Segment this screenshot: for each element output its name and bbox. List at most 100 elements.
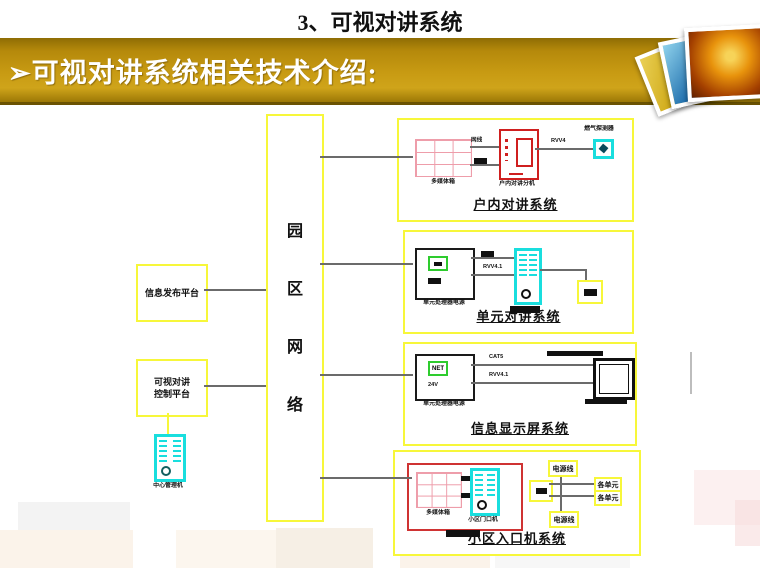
info-publish-platform-label: 信息发布平台	[144, 288, 199, 298]
wire-line	[535, 148, 593, 150]
cable-tag	[474, 158, 487, 164]
photo-globe-image	[684, 23, 760, 103]
info-publish-platform-box: 信息发布平台	[136, 264, 208, 322]
management-door-station-icon	[154, 434, 186, 482]
wire-line	[560, 473, 562, 511]
wire-line	[470, 146, 499, 148]
unit-door-station-icon	[514, 248, 542, 305]
display-top-bar	[547, 351, 603, 356]
banner-title-text: 可视对讲系统相关技术介绍:	[31, 57, 378, 88]
door-station-slats-icon	[173, 440, 181, 464]
watermark-patch	[176, 530, 276, 568]
lock-glyph-icon	[583, 288, 597, 296]
cable-tag	[428, 278, 441, 284]
subsystem-entrance-machine-box: 多媒体箱 小区门口机 电源线 电源线 各单元 各单元 小区入口机系统	[393, 450, 641, 556]
multimedia-box-label: 多媒体箱	[426, 509, 450, 516]
junction-box	[529, 480, 553, 502]
wire-line	[549, 483, 594, 485]
network-port-icon	[428, 256, 448, 271]
connector-line	[204, 385, 266, 387]
entrance-equipment-group: 多媒体箱 小区门口机	[407, 463, 523, 531]
multimedia-box-icon	[416, 472, 462, 508]
watermark-patch	[735, 500, 760, 546]
detector-glyph-icon	[598, 143, 609, 154]
phone-bar-icon	[509, 173, 523, 175]
door-station-camera-icon	[477, 500, 487, 510]
door-station-slats-icon	[475, 474, 483, 498]
multimedia-box-icon	[415, 139, 472, 177]
door-station-camera-icon	[521, 289, 531, 299]
phone-screen-icon	[516, 138, 533, 167]
gas-detector-label: 燃气探测器	[584, 125, 614, 132]
wire-line	[549, 495, 594, 497]
management-device-label: 中心管理机	[153, 482, 183, 489]
campus-network-box: 园区网络	[266, 114, 324, 522]
door-station-slats-icon	[487, 474, 495, 498]
cable-tag	[481, 251, 494, 257]
wire-label: RVV4	[551, 138, 566, 144]
display-screen-icon	[593, 358, 635, 400]
wire-line	[471, 257, 514, 259]
page-title: 3、可视对讲系统	[297, 10, 463, 35]
subsystem-unit-intercom-box: 单元处理器电源 RVV4.1 单元对讲系统	[403, 230, 634, 334]
intercom-control-label-line1: 可视对讲	[153, 377, 190, 387]
unit-controller-label: 单元处理器电源	[423, 299, 465, 306]
section-banner: ➢可视对讲系统相关技术介绍:	[0, 38, 760, 105]
wire-line	[585, 269, 587, 280]
junction-glyph-icon	[535, 488, 547, 494]
subsystem-title: 小区入口机系统	[467, 531, 566, 546]
wire-line	[471, 364, 593, 366]
unit-link-box: 各单元	[594, 490, 622, 506]
gas-detector-icon	[593, 139, 614, 159]
watermark-patch	[276, 528, 373, 568]
wire-line	[540, 269, 587, 271]
subsystem-indoor-intercom-box: 多媒体箱 网线 户内对讲分机 RVV4 燃气探测器 户内对讲系统	[397, 118, 634, 222]
network-port-icon: NET	[428, 361, 448, 376]
subsystem-title: 信息显示屏系统	[470, 421, 569, 436]
wire-label: CAT5	[489, 354, 504, 360]
watermark-patch	[18, 502, 130, 530]
connector-line	[320, 477, 412, 479]
intercom-control-platform-box: 可视对讲 控制平台	[136, 359, 208, 417]
door-station-camera-icon	[161, 466, 171, 476]
watermark-patch	[0, 530, 133, 568]
subsystem-info-display-box: NET 24V 单元处理器电源 CAT5 RVV4.1 信息显示屏系统	[403, 342, 637, 446]
entrance-door-station-icon	[470, 468, 500, 516]
power-line-box: 电源线	[548, 460, 578, 477]
wire-line	[471, 274, 514, 276]
cable-tag	[461, 493, 473, 498]
connector-line	[320, 374, 413, 376]
power-line-box: 电源线	[549, 511, 579, 528]
wire-label: 网线	[471, 137, 483, 144]
cable-tag	[461, 476, 473, 481]
connector-line	[204, 289, 266, 291]
campus-network-label: 园区网络	[286, 221, 303, 414]
multimedia-box-label: 多媒体箱	[431, 178, 455, 185]
wire-label: RVV4.1	[489, 372, 509, 378]
banner-bullet-icon: ➢	[8, 57, 32, 88]
indoor-intercom-phone-icon	[499, 129, 539, 180]
subsystem-title: 户内对讲系统	[473, 197, 558, 212]
unit-controller-box-icon	[415, 248, 475, 300]
connector-line	[320, 263, 413, 265]
wire-label: RVV4.1	[483, 264, 503, 270]
door-station-base-bar	[510, 306, 540, 313]
door-station-slats-icon	[519, 254, 527, 278]
entrance-door-station-label: 小区门口机	[468, 516, 498, 523]
port-pin-icon	[434, 261, 442, 266]
wire-line	[471, 382, 593, 384]
indoor-phone-label: 户内对讲分机	[499, 180, 535, 187]
lock-device-box	[577, 280, 603, 304]
base-bar	[446, 530, 480, 537]
banner-title: ➢可视对讲系统相关技术介绍:	[0, 51, 378, 90]
subsystem-title: 单元对讲系统	[476, 309, 561, 324]
power-label: 24V	[428, 382, 438, 388]
watermark-patch	[694, 470, 760, 525]
door-station-slats-icon	[159, 440, 167, 464]
photo-stack-decoration	[634, 23, 760, 120]
stray-line-artifact	[690, 352, 692, 394]
screen-inner-icon	[599, 364, 629, 394]
display-bottom-bar	[585, 399, 627, 404]
door-station-slats-icon	[529, 254, 537, 278]
